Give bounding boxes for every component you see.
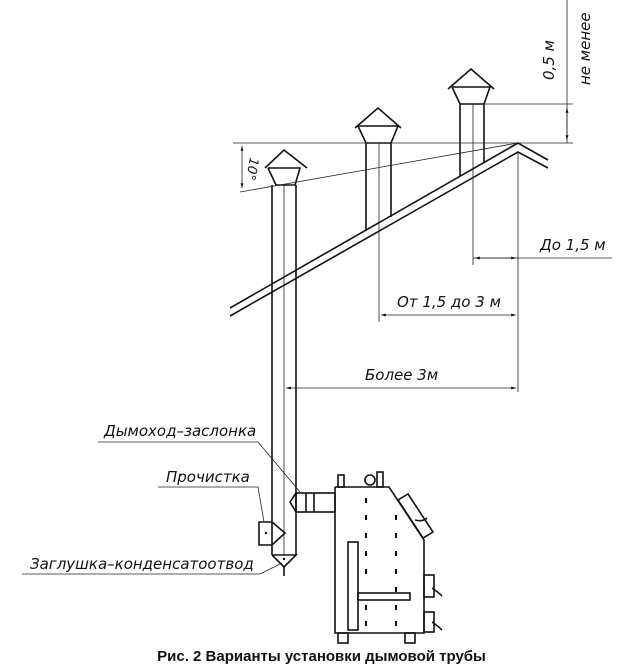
dimension-1-5-to-3m: От 1,5 до 3 м (397, 293, 501, 311)
dimension-lines (233, 0, 612, 392)
chimney-pipe-1-5-to-3m (354, 106, 402, 322)
dimension-angle: 10° (242, 156, 261, 181)
roof (229, 142, 549, 317)
dimension-min-height-note: не менее (576, 12, 594, 85)
dimension-more-than-3m: Более 3м (365, 366, 438, 384)
label-condensate-plug: Заглушка–конденсатоотвод (30, 555, 254, 573)
damper (289, 492, 336, 513)
dimension-up-to-1-5m: До 1,5 м (539, 236, 606, 254)
boiler (334, 471, 443, 644)
chimney-pipe-up-to-1-5m (447, 67, 495, 265)
cleanout (258, 521, 287, 546)
label-leaders (22, 441, 301, 575)
dimension-min-height: 0,5 м (540, 40, 558, 80)
label-damper: Дымоход–заслонка (103, 422, 256, 440)
figure-caption: Рис. 2 Варианты установки дымовой трубы (157, 648, 486, 665)
label-cleanout: Прочистка (166, 468, 250, 486)
